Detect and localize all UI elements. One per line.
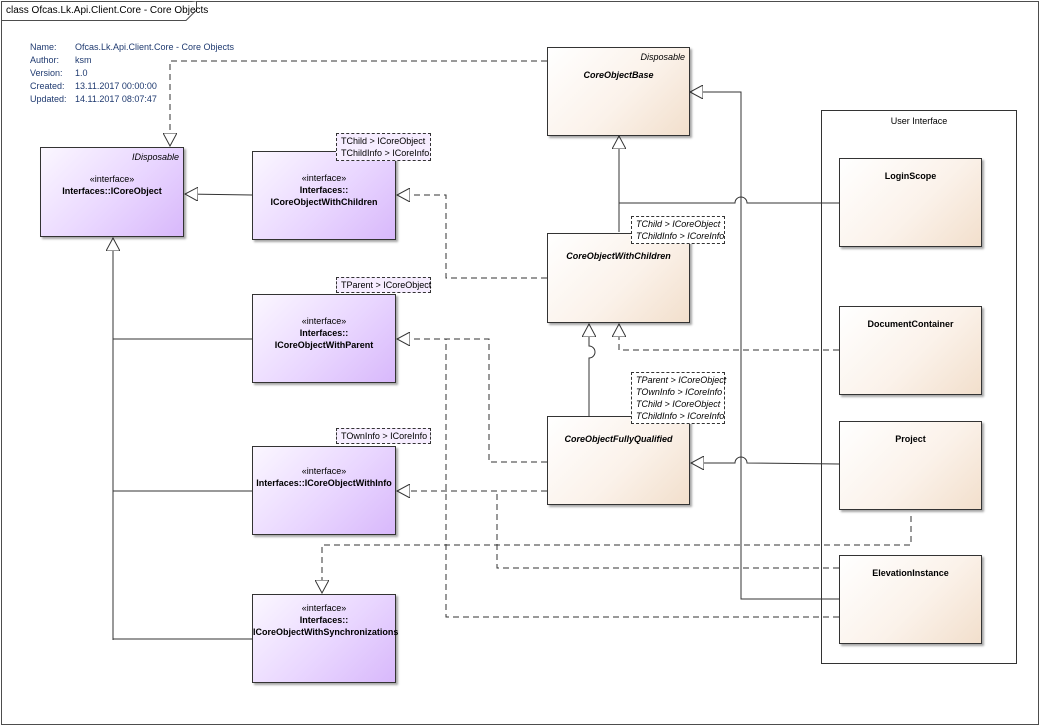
metadata-value: 14.11.2017 08:07:47 [75, 94, 157, 104]
template-parameter: TParent > ICoreObject [636, 375, 727, 385]
generalization-edge [691, 457, 840, 464]
template-parameter: TOwnInfo > ICoreInfo [341, 431, 428, 441]
parent-tag: Disposable [640, 52, 685, 62]
class-documentcontainer[interactable]: DocumentContainer [839, 306, 982, 395]
metadata-value: 1.0 [75, 68, 88, 78]
generalization-edge [690, 92, 839, 600]
template-parameter: TOwnInfo > ICoreInfo [636, 387, 723, 397]
class-name: Project [895, 434, 926, 444]
stereotype-label: «interface» [301, 603, 347, 613]
metadata-key: Name: [30, 42, 57, 52]
realization-edge [170, 60, 547, 146]
class-elevationinstance[interactable]: ElevationInstance [839, 555, 982, 644]
stereotype-label: «interface» [301, 316, 347, 326]
class-coreobjectwithchildren[interactable]: CoreObjectWithChildren [547, 233, 690, 323]
metadata-row: Author: ksm [30, 54, 234, 67]
stereotype-label: «interface» [89, 174, 135, 184]
template-parameter: TChild > ICoreObject [636, 399, 721, 409]
parent-tag: IDisposable [131, 152, 179, 162]
template-parameters: TParent > ICoreObject [336, 277, 431, 293]
metadata-value: 13.11.2017 00:00:00 [75, 81, 157, 91]
template-parameters: TChild > ICoreObject TChildInfo > ICoreI… [336, 133, 431, 161]
frame-title-tab [1, 1, 197, 21]
generalization-edge [619, 196, 839, 204]
frame-title: class Ofcas.Lk.Api.Client.Core - Core Ob… [6, 5, 209, 16]
metadata-row: Created: 13.11.2017 00:00:00 [30, 80, 234, 93]
interface-icoreobjectwithchildren[interactable]: «interface» Interfaces:: ICoreObjectWith… [252, 151, 396, 240]
metadata-key: Updated: [30, 94, 67, 104]
template-parameters: TParent > ICoreObject TOwnInfo > ICoreIn… [631, 372, 727, 424]
template-parameter: TParent > ICoreObject [341, 280, 432, 290]
realization-edge [445, 339, 839, 618]
class-coreobjectfullyqualified[interactable]: CoreObjectFullyQualified [547, 416, 690, 505]
class-name: CoreObjectBase [583, 70, 654, 80]
class-name: CoreObjectFullyQualified [564, 434, 673, 444]
interface-name: ICoreObjectWithParent [274, 340, 374, 350]
metadata-row: Updated: 14.11.2017 08:07:47 [30, 93, 234, 106]
metadata-row: Version: 1.0 [30, 67, 234, 80]
class-coreobjectbase[interactable]: Disposable CoreObjectBase [547, 47, 690, 136]
metadata-value: Ofcas.Lk.Api.Client.Core - Core Objects [75, 42, 235, 52]
generalization-edge [619, 324, 839, 351]
interface-name: ICoreObjectWithChildren [270, 197, 378, 207]
interface-icoreobjectwithsynchronizations[interactable]: «interface» Interfaces:: ICoreObjectWith… [252, 594, 399, 683]
interface-icoreobjectwithparent[interactable]: «interface» Interfaces:: ICoreObjectWith… [252, 294, 396, 383]
interface-name: Interfaces:: [299, 185, 349, 195]
interface-name: Interfaces::ICoreObject [62, 186, 162, 196]
metadata-key: Created: [30, 81, 65, 91]
realization-edge [397, 195, 547, 279]
template-parameter: TChildInfo > ICoreInfo [636, 231, 725, 241]
interface-icoreobject[interactable]: IDisposable «interface» Interfaces::ICor… [40, 147, 184, 237]
generalization-edge [589, 324, 595, 416]
template-parameter: TChild > ICoreObject [341, 136, 426, 146]
template-parameters: TOwnInfo > ICoreInfo [336, 428, 431, 444]
interface-name: Interfaces:: [299, 615, 349, 625]
interface-name: ICoreObjectWithSynchronizations [253, 627, 399, 637]
stereotype-label: «interface» [301, 173, 347, 183]
metadata-row: Name: Ofcas.Lk.Api.Client.Core - Core Ob… [30, 41, 234, 54]
template-parameters: TChild > ICoreObject TChildInfo > ICoreI… [631, 216, 725, 244]
template-parameter: TChildInfo > ICoreInfo [341, 148, 430, 158]
metadata-key: Version: [30, 68, 63, 78]
template-parameter: TChild > ICoreObject [636, 219, 721, 229]
realization-edge [322, 516, 912, 593]
generalization-edge [185, 194, 253, 195]
stereotype-label: «interface» [301, 466, 347, 476]
package-title: User Interface [890, 116, 948, 126]
metadata-value: ksm [75, 55, 92, 65]
class-loginscope[interactable]: LoginScope [839, 158, 982, 247]
interface-icoreobjectwithinfo[interactable]: «interface» Interfaces::ICoreObjectWithI… [252, 446, 396, 535]
class-name: DocumentContainer [867, 319, 954, 329]
class-name: ElevationInstance [872, 568, 949, 578]
template-parameter: TChildInfo > ICoreInfo [636, 411, 725, 421]
interface-name: Interfaces::ICoreObjectWithInfo [256, 478, 392, 488]
class-name: CoreObjectWithChildren [566, 251, 671, 261]
class-name: LoginScope [884, 171, 937, 181]
metadata-key: Author: [30, 55, 60, 65]
interface-name: Interfaces:: [299, 328, 349, 338]
realization-edge [496, 491, 839, 569]
class-project[interactable]: Project [839, 421, 982, 510]
diagram-metadata: Name: Ofcas.Lk.Api.Client.Core - Core Ob… [30, 41, 234, 106]
